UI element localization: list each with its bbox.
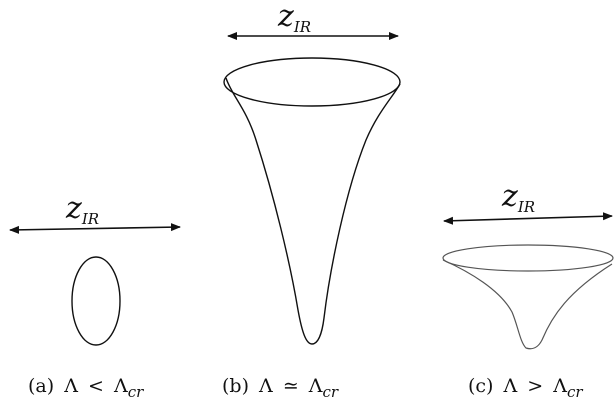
panel-a-width-arrow [9, 223, 181, 234]
panel-b-rim [223, 57, 401, 107]
panel-c-caption-relation: > [527, 375, 543, 397]
panel-c-caption: (c) Λ > Λcr [468, 375, 583, 401]
panel-c-rim [442, 244, 614, 272]
panel-c: zIR (c) Λ > Λcr [442, 179, 614, 401]
panel-b-caption-prefix: (b) [222, 375, 249, 397]
panel-a-width-label: zIR [65, 191, 99, 228]
panel-c-caption-symbol: Λ [503, 375, 518, 397]
panel-b-caption-symbol: Λ [258, 375, 273, 397]
panel-a-caption-relation: < [88, 375, 104, 397]
panel-a-caption-symbol2: Λ [113, 375, 128, 397]
panel-a-label-z: z [65, 191, 82, 226]
panel-c-funnel-body [442, 259, 613, 350]
panel-c-width-label: zIR [501, 179, 535, 216]
panel-c-caption-subscript: cr [567, 383, 583, 401]
panel-b-label-subscript: IR [293, 18, 311, 36]
panel-b-caption: (b) Λ ≃ Λcr [222, 375, 339, 401]
panel-c-label-z: z [501, 179, 518, 214]
panel-b: zIR (b) Λ ≃ Λcr [222, 0, 401, 401]
panel-b-funnel-body [225, 77, 401, 345]
panel-b-width-label: zIR [277, 0, 311, 36]
panel-c-caption-prefix: (c) [468, 375, 493, 397]
panel-a-caption-prefix: (a) [28, 375, 54, 397]
panel-a-label-subscript: IR [81, 210, 99, 228]
panel-a-ellipse [71, 256, 121, 346]
panel-a-caption: (a) Λ < Λcr [28, 375, 144, 401]
panel-b-caption-symbol2: Λ [308, 375, 323, 397]
panel-a-caption-subscript: cr [128, 383, 144, 401]
panel-b-caption-subscript: cr [323, 383, 339, 401]
panel-c-caption-symbol2: Λ [552, 375, 567, 397]
panel-b-caption-relation: ≃ [283, 375, 299, 397]
panel-c-width-arrow [443, 212, 613, 225]
panel-c-label-subscript: IR [517, 198, 535, 216]
panel-a: zIR (a) Λ < Λcr [9, 191, 181, 401]
panel-a-caption-symbol: Λ [63, 375, 78, 397]
panel-b-label-z: z [277, 0, 294, 34]
